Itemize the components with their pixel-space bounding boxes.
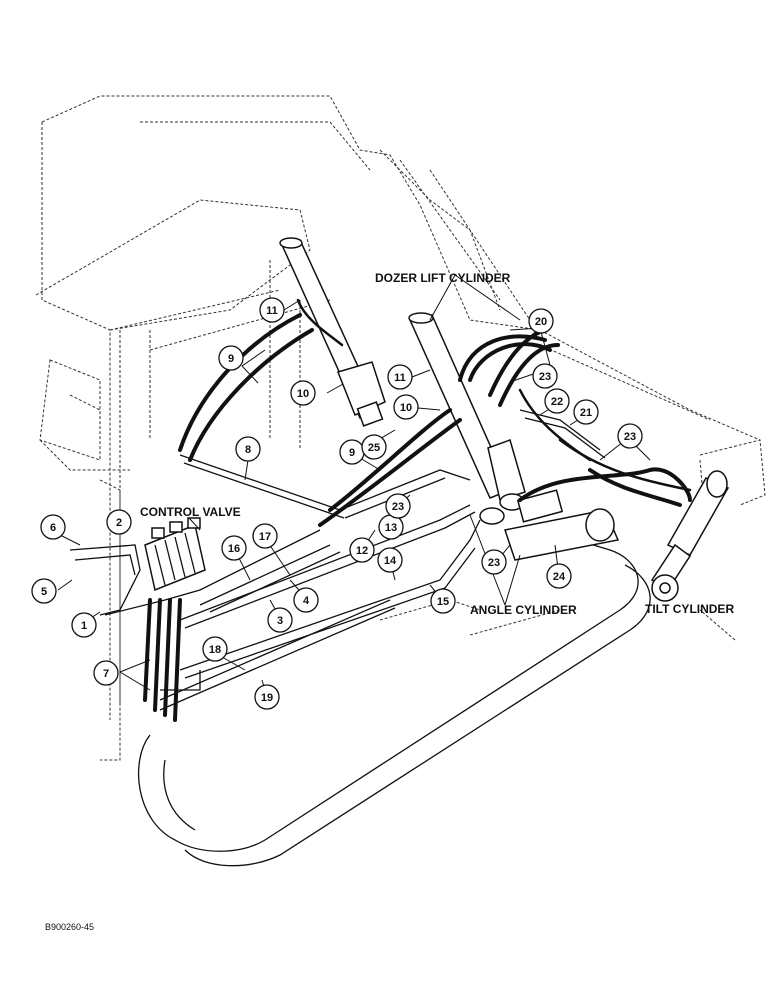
svg-text:23: 23	[624, 431, 636, 443]
svg-text:4: 4	[303, 595, 310, 607]
svg-text:24: 24	[553, 571, 566, 583]
svg-text:3: 3	[277, 615, 283, 627]
callout-23a: 23	[532, 363, 558, 389]
callout-2: 2	[106, 509, 132, 535]
callout-12: 12	[349, 537, 375, 563]
svg-text:16: 16	[228, 543, 240, 555]
callout-7: 7	[93, 660, 119, 686]
svg-text:17: 17	[259, 531, 271, 543]
svg-text:23: 23	[392, 501, 404, 513]
callout-11b: 11	[387, 364, 413, 390]
svg-text:25: 25	[368, 442, 380, 454]
machine-body-outline	[35, 95, 766, 761]
callout-9a: 9	[218, 345, 244, 371]
label-control-valve: CONTROL VALVE	[140, 505, 241, 519]
svg-text:2: 2	[116, 517, 122, 529]
callout-22: 22	[544, 388, 570, 414]
label-tilt-cylinder: TILT CYLINDER	[645, 602, 734, 616]
svg-text:15: 15	[437, 596, 449, 608]
svg-text:10: 10	[297, 388, 309, 400]
tilt-cylinder	[650, 470, 730, 602]
control-valve	[144, 517, 206, 592]
callout-17: 17	[252, 523, 278, 549]
svg-text:1: 1	[81, 620, 87, 632]
crawler-track	[138, 534, 651, 867]
svg-text:13: 13	[385, 522, 397, 534]
callout-8: 8	[235, 436, 261, 462]
svg-text:14: 14	[384, 555, 397, 567]
callout-16: 16	[221, 535, 247, 561]
svg-text:7: 7	[103, 668, 109, 680]
svg-text:21: 21	[580, 407, 592, 419]
callout-3: 3	[267, 607, 293, 633]
svg-text:23: 23	[488, 557, 500, 569]
svg-text:23: 23	[539, 371, 551, 383]
svg-text:6: 6	[50, 522, 56, 534]
reference-code: B900260-45	[45, 922, 94, 932]
dozer-lift-cylinder-right	[408, 312, 526, 511]
callout-6: 6	[40, 514, 66, 540]
callout-13: 13	[378, 514, 404, 540]
callout-1: 1	[71, 612, 97, 638]
svg-text:10: 10	[400, 402, 412, 414]
svg-text:18: 18	[209, 644, 221, 656]
callout-5: 5	[31, 578, 57, 604]
dozer-lift-cylinder-left	[279, 237, 386, 427]
label-dozer-lift-cylinder: DOZER LIFT CYLINDER	[375, 271, 511, 285]
text-labels: DOZER LIFT CYLINDER CONTROL VALVE ANGLE …	[45, 271, 734, 932]
svg-text:9: 9	[228, 353, 234, 365]
callout-10b: 10	[393, 394, 419, 420]
svg-text:12: 12	[356, 545, 368, 557]
svg-text:8: 8	[245, 444, 251, 456]
angle-cylinder	[479, 489, 620, 561]
svg-text:22: 22	[551, 396, 563, 408]
label-angle-cylinder: ANGLE CYLINDER	[470, 603, 577, 617]
callout-4: 4	[293, 587, 319, 613]
callout-23d: 23	[481, 549, 507, 575]
svg-text:9: 9	[349, 447, 355, 459]
callout-21: 21	[573, 399, 599, 425]
svg-text:11: 11	[266, 305, 278, 317]
callout-23c: 23	[385, 493, 411, 519]
svg-text:5: 5	[41, 586, 47, 598]
callout-11a: 11	[259, 297, 285, 323]
callout-9b: 9	[339, 439, 365, 465]
callout-23b: 23	[617, 423, 643, 449]
svg-text:20: 20	[535, 316, 547, 328]
callout-15: 15	[430, 588, 456, 614]
callout-10a: 10	[290, 380, 316, 406]
callout-24: 24	[546, 563, 572, 589]
callout-19: 19	[254, 684, 280, 710]
svg-text:11: 11	[394, 372, 406, 384]
callout-18: 18	[202, 636, 228, 662]
callout-14: 14	[377, 547, 403, 573]
callout-25: 25	[361, 434, 387, 460]
callout-20: 20	[528, 308, 554, 334]
steel-tubes	[69, 409, 606, 711]
svg-text:19: 19	[261, 692, 273, 704]
